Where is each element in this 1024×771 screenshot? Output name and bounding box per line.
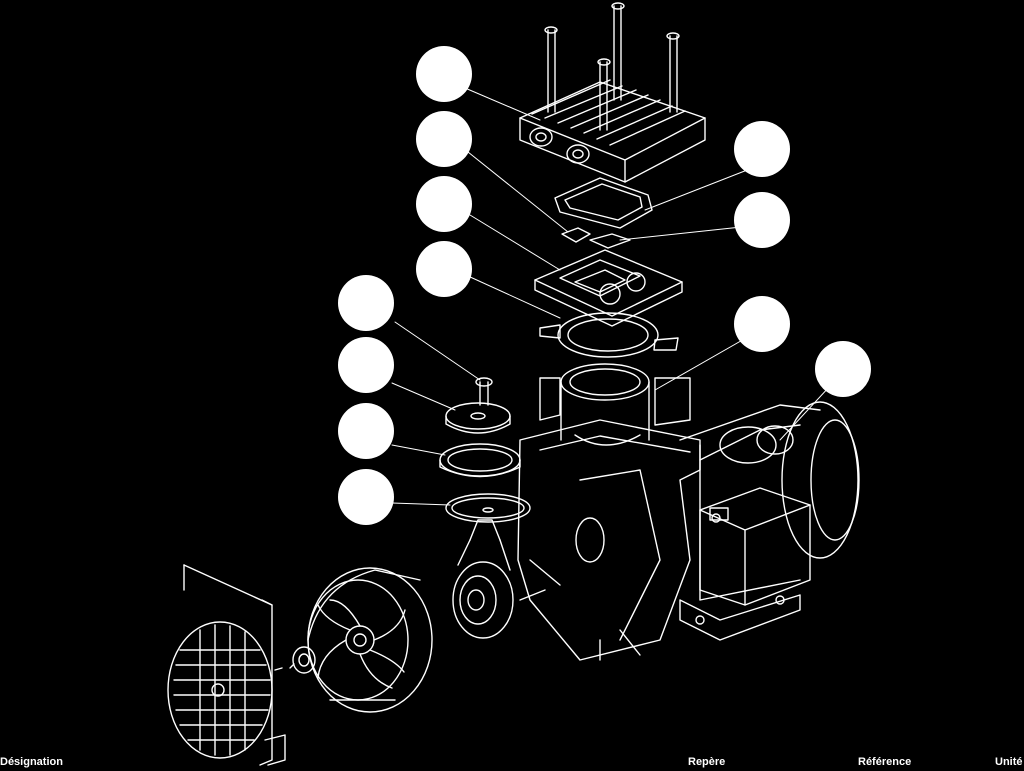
fan-cover (167, 564, 286, 766)
column-header-reference: Référence (858, 756, 912, 768)
motor-housing (679, 401, 860, 641)
callout-circle (734, 296, 790, 352)
callout-circle (734, 121, 790, 177)
callout-circle (338, 275, 394, 331)
fan-nut (274, 646, 316, 674)
diaphragm-stack (439, 377, 531, 523)
crankcase (517, 419, 701, 661)
callout-circle (338, 337, 394, 393)
callout-circle (815, 341, 871, 397)
column-header-unite: Unité (995, 756, 1023, 768)
callout-circle (338, 403, 394, 459)
small-seal (561, 227, 631, 249)
cylinder (539, 363, 691, 446)
column-header-designation: Désignation (0, 756, 63, 768)
callout-circle (416, 46, 472, 102)
fan (307, 567, 433, 713)
cylinder-head (519, 2, 706, 183)
callout-circle (416, 111, 472, 167)
valve-plate (534, 249, 683, 327)
head-gasket (554, 177, 653, 229)
callout-circle (734, 192, 790, 248)
callout-circle (416, 176, 472, 232)
ring-gasket (539, 312, 679, 358)
column-header-repere: Repère (688, 756, 726, 768)
callout-circle (416, 241, 472, 297)
connecting-rod (452, 519, 514, 639)
callout-circle (338, 469, 394, 525)
callouts (338, 46, 871, 525)
